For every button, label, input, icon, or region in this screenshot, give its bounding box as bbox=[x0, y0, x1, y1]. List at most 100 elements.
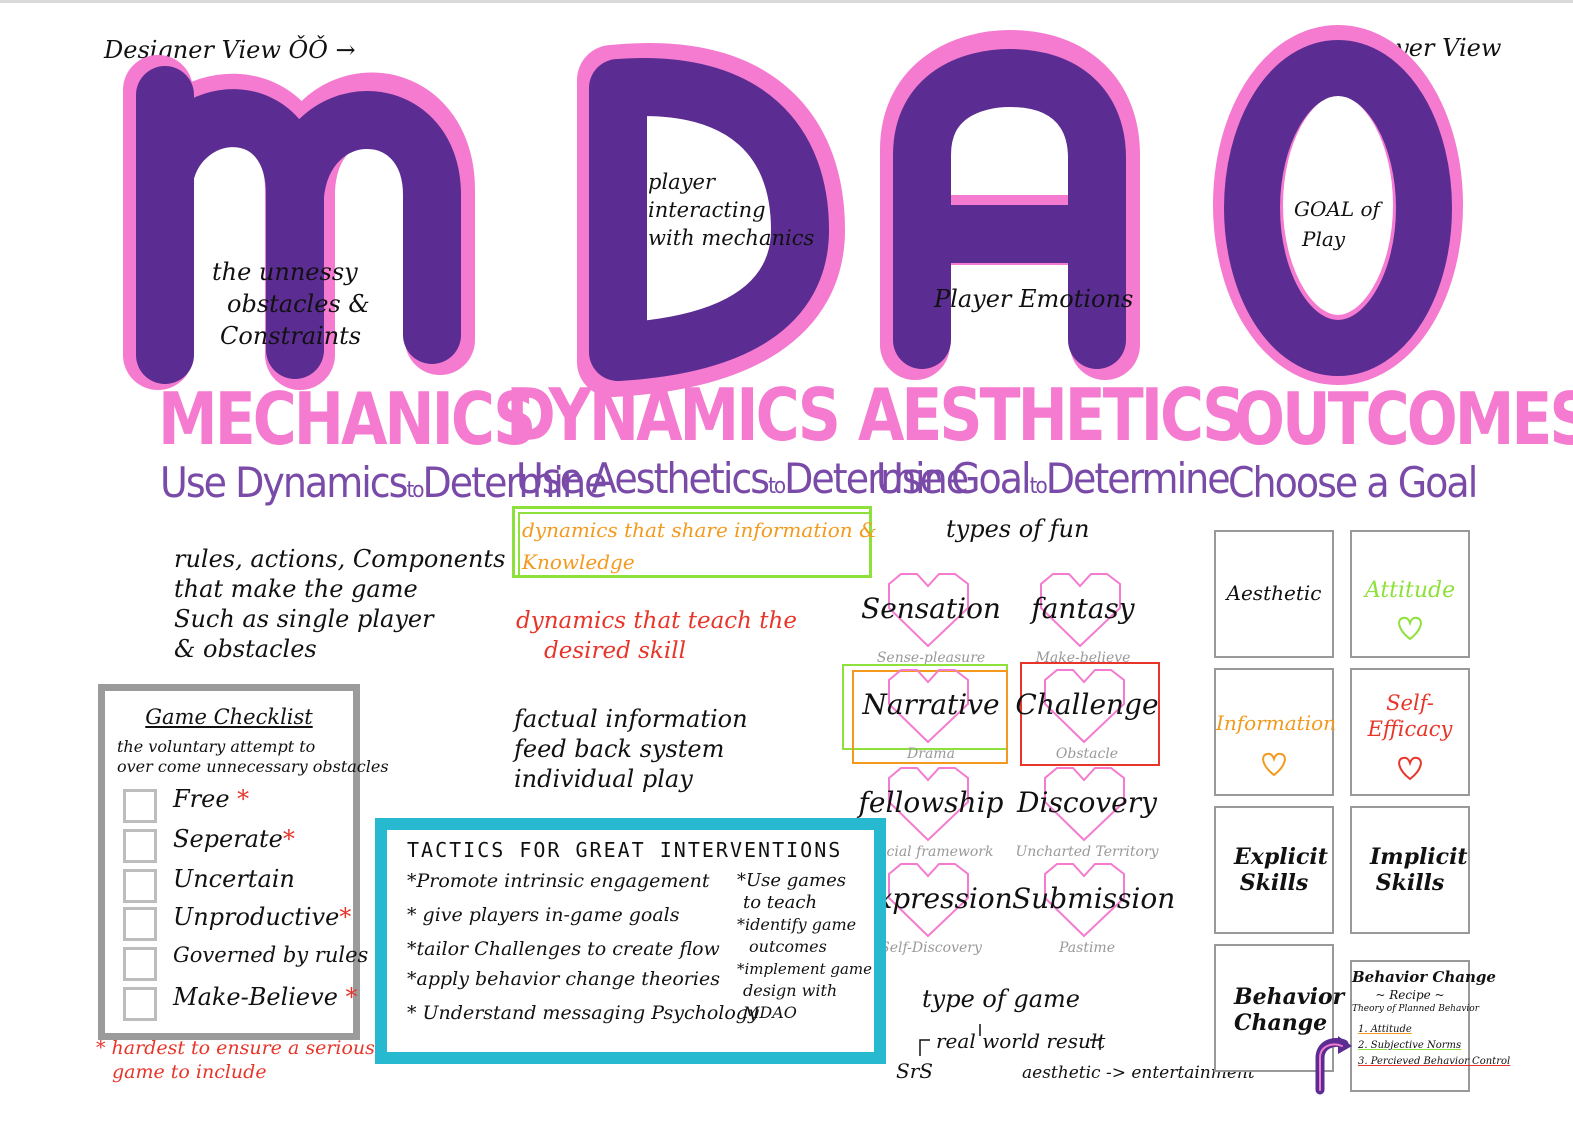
checklist-definition-line: the voluntary attempt to bbox=[117, 737, 316, 756]
goal-information[interactable]: Information bbox=[1214, 668, 1337, 796]
heart-icon bbox=[888, 573, 969, 648]
fun-submission: Submission Pastime bbox=[1012, 860, 1176, 960]
checklist-item[interactable]: Seperate* bbox=[123, 825, 343, 865]
goal-attitude[interactable]: Attitude bbox=[1350, 530, 1470, 658]
checklist-item[interactable]: Make-Believe * bbox=[123, 983, 358, 1023]
fun-sub: Uncharted Territory bbox=[1015, 844, 1159, 860]
recipe-list: 1. Attitude 2. Subjective Norms 3. Perci… bbox=[1358, 1022, 1510, 1070]
checklist-definition: the voluntary attempt to over come unnec… bbox=[117, 737, 389, 777]
checklist-item[interactable]: Governed by rules bbox=[123, 943, 368, 983]
subheader-pre: Use Dynamics bbox=[160, 458, 408, 508]
dynamics-factual-note: factual information feed back system ind… bbox=[514, 704, 748, 794]
checklist-item[interactable]: Free * bbox=[123, 785, 343, 825]
recipe-sub: ~ Recipe ~ bbox=[1375, 988, 1445, 1002]
tactic-item: * Understand messaging Psychology bbox=[407, 1002, 759, 1024]
recipe-theory: Theory of Planned Behavior bbox=[1352, 1004, 1480, 1014]
checklist-definition-line: over come unnecessary obstacles bbox=[117, 757, 389, 776]
tactic-item: * give players in-game goals bbox=[407, 904, 680, 926]
fun-sub: Pastime bbox=[1059, 940, 1115, 956]
star-mark: * bbox=[237, 785, 250, 813]
checklist-item-label: Make-Believe * bbox=[173, 983, 358, 1011]
goal-behavior-change[interactable]: Behavior Change bbox=[1214, 944, 1345, 1072]
top-divider bbox=[0, 0, 1573, 3]
recipe-item: 1. Attitude bbox=[1358, 1024, 1412, 1035]
checklist-item[interactable]: Unproductive* bbox=[123, 903, 351, 943]
fun-sub: Social framework bbox=[868, 844, 994, 860]
header-outcomes: OUTCOMES bbox=[1234, 378, 1573, 462]
checkbox[interactable] bbox=[123, 869, 157, 903]
checklist-label-text: Free bbox=[173, 785, 230, 813]
subheader-to: to bbox=[406, 476, 424, 503]
fun-name: Challenge bbox=[1015, 688, 1159, 721]
goal-label: Attitude bbox=[1364, 578, 1456, 603]
mechanics-note: rules, actions, Components that make the… bbox=[174, 544, 505, 664]
subheader-pre: Use Goal bbox=[876, 454, 1032, 504]
tactics-right-list: *Use games to teach *identify game outco… bbox=[737, 870, 872, 1024]
star-mark: * bbox=[345, 983, 358, 1011]
fun-name: Submission bbox=[1012, 882, 1176, 915]
checklist-label-text: Unproductive bbox=[173, 903, 340, 931]
o-letter-note: GOAL of Play bbox=[1294, 194, 1380, 254]
type-of-game-label: type of game bbox=[922, 985, 1080, 1013]
fun-narrative: Narrative Drama bbox=[856, 666, 1006, 766]
goal-aesthetic[interactable]: Aesthetic bbox=[1214, 530, 1334, 658]
checklist-title: Game Checklist bbox=[145, 705, 313, 729]
checklist-label-text: Seperate bbox=[173, 825, 283, 853]
tactic-item: *tailor Challenges to create flow bbox=[407, 938, 720, 960]
checklist-item-label: Governed by rules bbox=[173, 943, 368, 967]
checklist-label-text: Governed by rules bbox=[173, 943, 369, 967]
goal-explicit-skills[interactable]: Explicit Skills bbox=[1214, 806, 1334, 934]
m-note-line: Constraints bbox=[220, 322, 362, 350]
tactics-title: TACTICS FOR GREAT INTERVENTIONS bbox=[407, 838, 843, 862]
dynamics-factual-line: factual information bbox=[514, 705, 748, 733]
star-mark: * bbox=[339, 903, 352, 931]
checkbox[interactable] bbox=[123, 907, 157, 941]
tactic-item: *Promote intrinsic engagement bbox=[407, 870, 710, 892]
goal-implicit-skills[interactable]: Implicit Skills bbox=[1350, 806, 1470, 934]
tactic-item: outcomes bbox=[749, 937, 827, 956]
subheader-post: Determine bbox=[1045, 454, 1231, 504]
tactics-left-list: *Promote intrinsic engagement * give pla… bbox=[407, 870, 759, 1032]
checkbox[interactable] bbox=[123, 947, 157, 981]
letter-m bbox=[123, 55, 475, 390]
type-of-game-left: SrS bbox=[896, 1059, 933, 1083]
narrative-highlight-orange bbox=[852, 670, 1008, 764]
checkbox[interactable] bbox=[123, 987, 157, 1021]
heart-icon bbox=[1044, 767, 1125, 842]
dynamics-factual-line: feed back system bbox=[514, 735, 725, 763]
d-note-line: player bbox=[648, 170, 716, 194]
dynamics-share-note: dynamics that share information & Knowle… bbox=[522, 514, 877, 578]
fun-name: Sensation bbox=[861, 592, 1001, 625]
type-of-game-center: real world result bbox=[936, 1029, 1106, 1053]
subheader-to: to bbox=[1029, 472, 1048, 499]
fun-sub: Self-Discovery bbox=[880, 940, 982, 956]
header-mechanics: MECHANICS bbox=[158, 378, 536, 462]
challenge-highlight-red bbox=[1020, 662, 1160, 766]
type-of-game-right: aesthetic -> entertainment bbox=[1022, 1063, 1255, 1083]
mechanics-note-line: that make the game bbox=[174, 575, 418, 603]
dynamics-share-line: Knowledge bbox=[522, 550, 635, 574]
tactics-box: TACTICS FOR GREAT INTERVENTIONS *Promote… bbox=[375, 818, 886, 1064]
game-checklist: Game Checklist the voluntary attempt to … bbox=[98, 684, 389, 1040]
checklist-item[interactable]: Uncertain bbox=[123, 865, 343, 905]
checklist-footnote: * hardest to ensure a serious game to in… bbox=[96, 1036, 375, 1084]
goal-label: Behavior Change bbox=[1234, 984, 1345, 1036]
fun-discovery: Discovery Uncharted Territory bbox=[1012, 764, 1162, 864]
checkbox[interactable] bbox=[123, 829, 157, 863]
checklist-label-text: Make-Believe bbox=[173, 983, 338, 1011]
type-of-game-bracket bbox=[919, 1024, 1101, 1056]
goal-self-efficacy[interactable]: Self-Efficacy bbox=[1350, 668, 1470, 796]
heart-icon bbox=[888, 669, 969, 744]
m-letter-note: the unnessy obstacles & Constraints bbox=[212, 256, 370, 352]
mechanics-note-line: Such as single player bbox=[174, 605, 434, 633]
checkbox[interactable] bbox=[123, 789, 157, 823]
letter-o bbox=[1213, 25, 1463, 385]
fun-challenge: Challenge Obstacle bbox=[1012, 666, 1162, 766]
goal-label: Information bbox=[1216, 711, 1337, 735]
fun-name: fellowship bbox=[858, 786, 1004, 819]
fun-sub: Sense-pleasure bbox=[876, 650, 986, 666]
header-dynamics: DYNAMICS bbox=[506, 374, 841, 458]
letter-a bbox=[880, 30, 1140, 380]
heart-icon bbox=[1398, 616, 1422, 641]
behavior-change-recipe: Behavior Change ~ Recipe ~ Theory of Pla… bbox=[1350, 960, 1510, 1092]
